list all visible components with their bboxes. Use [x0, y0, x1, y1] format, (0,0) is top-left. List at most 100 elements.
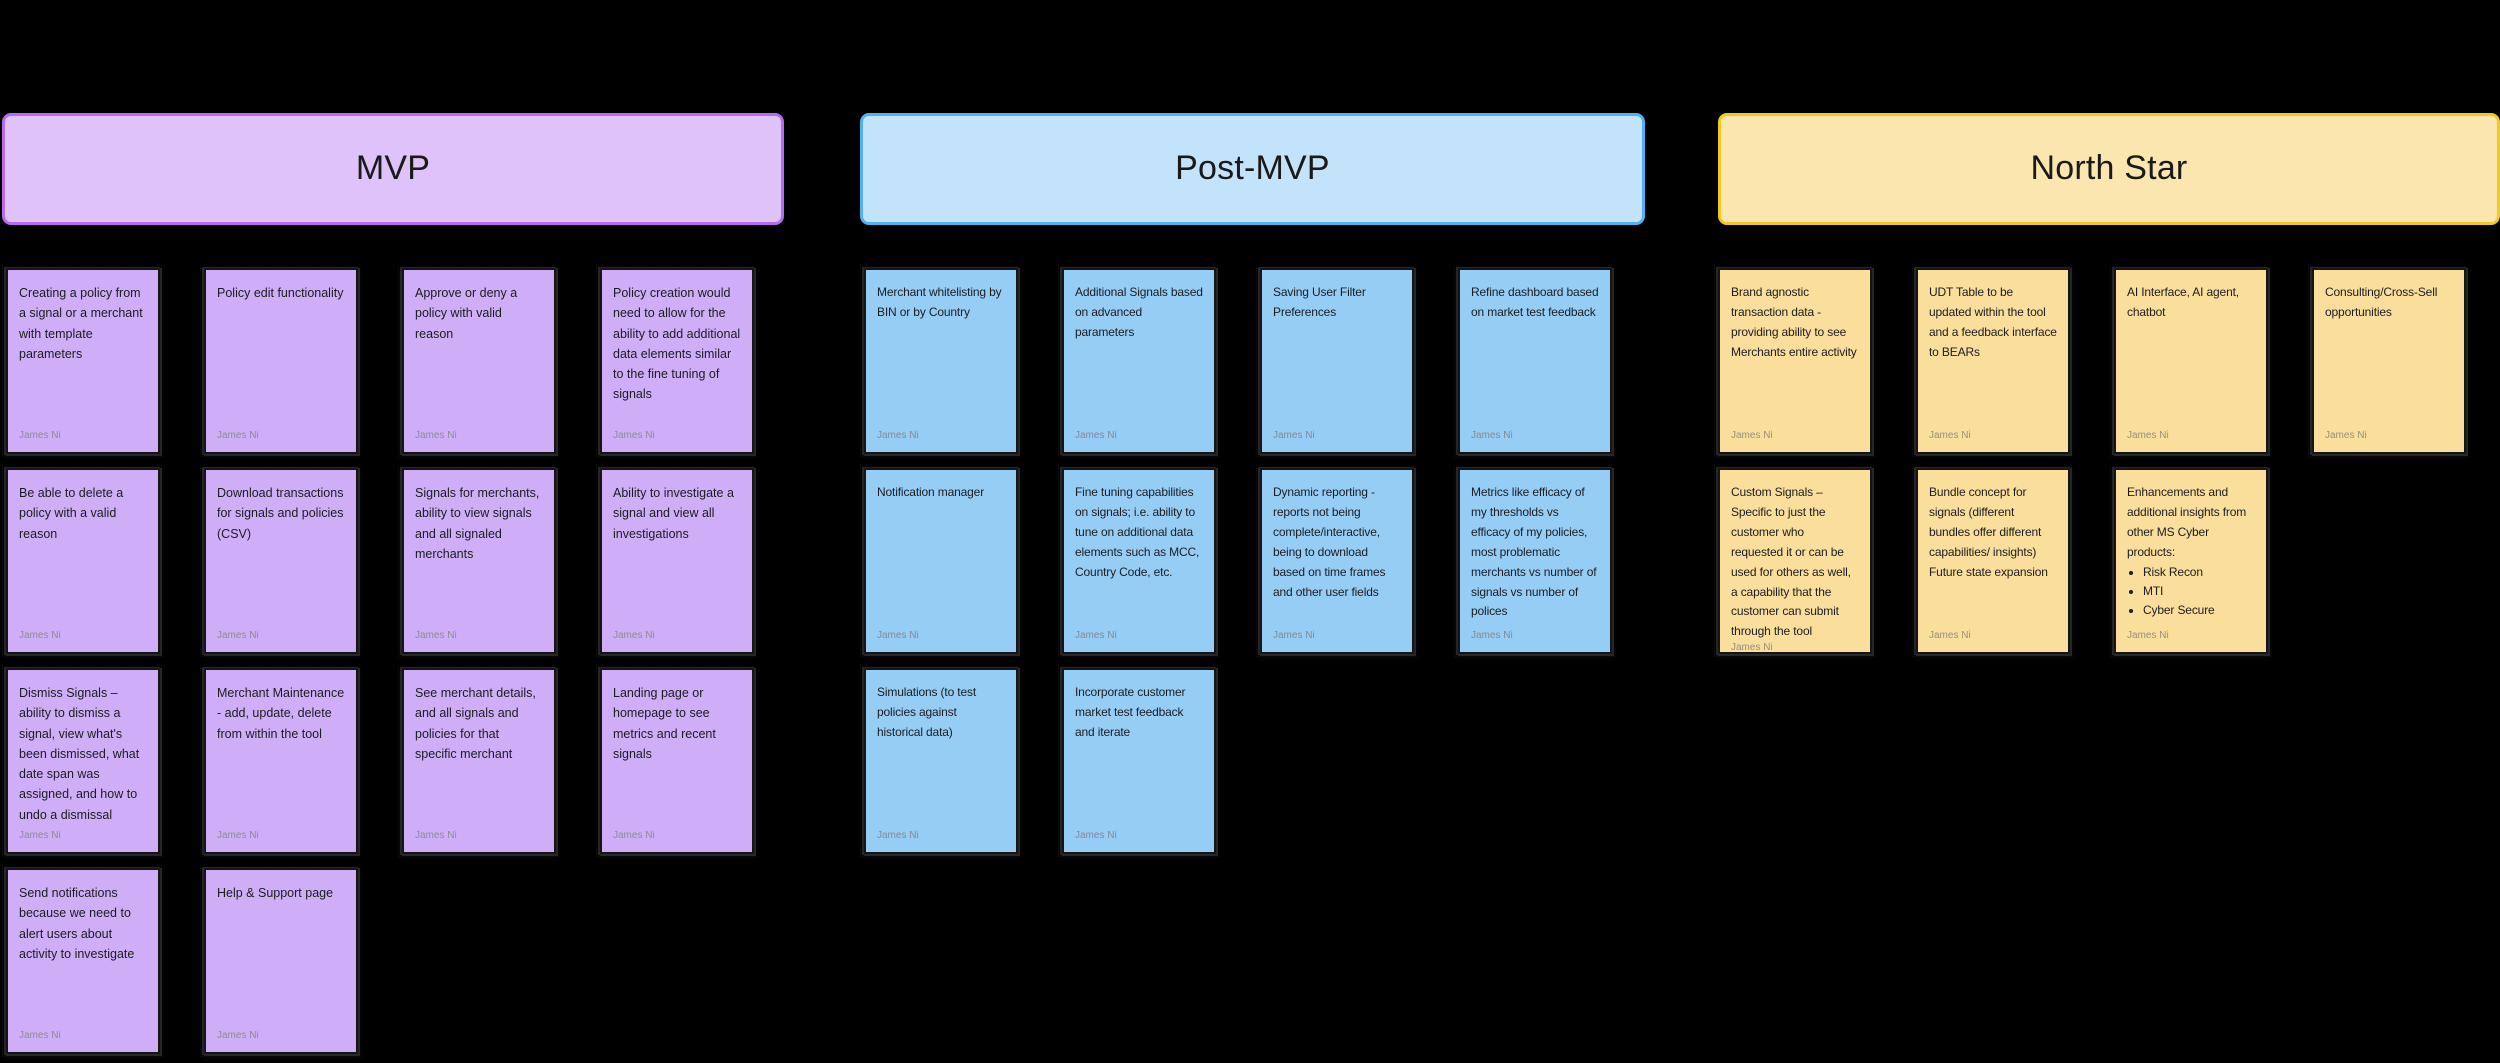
sticky-note[interactable]: Custom Signals – Specific to just the cu…: [1712, 465, 1878, 658]
sticky-note[interactable]: Download transactions for signals and po…: [198, 465, 364, 658]
sticky-note[interactable]: Merchant whitelisting by BIN or by Count…: [858, 265, 1024, 458]
sticky-note[interactable]: Additional Signals based on advanced par…: [1056, 265, 1222, 458]
sticky-note-text: Signals for merchants, ability to view s…: [415, 486, 543, 561]
sticky-note-body[interactable]: Landing page or homepage to see metrics …: [602, 670, 752, 852]
sticky-note-body[interactable]: Policy creation would need to allow for …: [602, 270, 752, 452]
sticky-note-text: Policy edit functionality: [217, 286, 344, 300]
sticky-note-author: James Ni: [1929, 430, 1971, 441]
sticky-note-text: Refine dashboard based on market test fe…: [1471, 285, 1602, 319]
sticky-note[interactable]: Brand agnostic transaction data - provid…: [1712, 265, 1878, 458]
sticky-note-body[interactable]: See merchant details, and all signals an…: [404, 670, 554, 852]
sticky-note[interactable]: Creating a policy from a signal or a mer…: [0, 265, 166, 458]
sticky-note-author: James Ni: [2127, 430, 2169, 441]
sticky-note-text: Approve or deny a policy with valid reas…: [415, 286, 521, 341]
sticky-note-author: James Ni: [613, 430, 655, 441]
sticky-note-text: Policy creation would need to allow for …: [613, 286, 744, 402]
sticky-note-group-north-star: Brand agnostic transaction data - provid…: [1712, 265, 2500, 665]
sticky-note[interactable]: Landing page or homepage to see metrics …: [594, 665, 760, 858]
sticky-note-body[interactable]: Ability to investigate a signal and view…: [602, 470, 752, 652]
sticky-note-body[interactable]: Download transactions for signals and po…: [206, 470, 356, 652]
sticky-note[interactable]: Ability to investigate a signal and view…: [594, 465, 760, 658]
sticky-note[interactable]: Policy creation would need to allow for …: [594, 265, 760, 458]
sticky-note[interactable]: See merchant details, and all signals an…: [396, 665, 562, 858]
sticky-note-text: Additional Signals based on advanced par…: [1075, 285, 1207, 339]
sticky-note-text: Creating a policy from a signal or a mer…: [19, 286, 147, 361]
sticky-note-text: Enhancements and additional insights fro…: [2127, 483, 2255, 620]
sticky-note-body[interactable]: Simulations (to test policies against hi…: [866, 670, 1016, 852]
sticky-note-body[interactable]: Dynamic reporting - reports not being co…: [1262, 470, 1412, 652]
sticky-note-body[interactable]: Merchant whitelisting by BIN or by Count…: [866, 270, 1016, 452]
sticky-note-text: AI Interface, AI agent, chatbot: [2127, 285, 2243, 319]
sticky-note[interactable]: Metrics like efficacy of my thresholds v…: [1452, 465, 1618, 658]
sticky-note-body[interactable]: Refine dashboard based on market test fe…: [1460, 270, 1610, 452]
sticky-note-body[interactable]: Enhancements and additional insights fro…: [2116, 470, 2266, 652]
sticky-note-body[interactable]: Merchant Maintenance - add, update, dele…: [206, 670, 356, 852]
sticky-note-text: Brand agnostic transaction data - provid…: [1731, 285, 1857, 359]
sticky-note-body[interactable]: Metrics like efficacy of my thresholds v…: [1460, 470, 1610, 652]
sticky-note[interactable]: Enhancements and additional insights fro…: [2108, 465, 2274, 658]
sticky-note[interactable]: Send notifications because we need to al…: [0, 865, 166, 1058]
column-header-post-mvp[interactable]: Post-MVP: [860, 113, 1645, 225]
sticky-note-body[interactable]: Creating a policy from a signal or a mer…: [8, 270, 158, 452]
sticky-note-author: James Ni: [217, 630, 259, 641]
sticky-note-body[interactable]: Brand agnostic transaction data - provid…: [1720, 270, 1870, 452]
sticky-note[interactable]: Fine tuning capabilities on signals; i.e…: [1056, 465, 1222, 658]
sticky-note-body[interactable]: Bundle concept for signals (different bu…: [1918, 470, 2068, 652]
sticky-note[interactable]: Bundle concept for signals (different bu…: [1910, 465, 2076, 658]
sticky-note-text: Merchant Maintenance - add, update, dele…: [217, 686, 348, 741]
sticky-note-body[interactable]: UDT Table to be updated within the tool …: [1918, 270, 2068, 452]
sticky-note-text: Simulations (to test policies against hi…: [877, 685, 980, 739]
sticky-note[interactable]: Signals for merchants, ability to view s…: [396, 465, 562, 658]
sticky-note-author: James Ni: [1273, 630, 1315, 641]
sticky-note[interactable]: Dismiss Signals – ability to dismiss a s…: [0, 665, 166, 858]
sticky-note-body[interactable]: Send notifications because we need to al…: [8, 870, 158, 1052]
sticky-note-author: James Ni: [1273, 430, 1315, 441]
sticky-note-body[interactable]: Signals for merchants, ability to view s…: [404, 470, 554, 652]
sticky-note-author: James Ni: [613, 630, 655, 641]
sticky-note-body[interactable]: Fine tuning capabilities on signals; i.e…: [1064, 470, 1214, 652]
sticky-note-text: Notification manager: [877, 485, 985, 499]
sticky-note[interactable]: UDT Table to be updated within the tool …: [1910, 265, 2076, 458]
sticky-note-body[interactable]: Custom Signals – Specific to just the cu…: [1720, 470, 1870, 653]
sticky-note[interactable]: Incorporate customer market test feedbac…: [1056, 665, 1222, 858]
sticky-note-author: James Ni: [19, 830, 61, 841]
sticky-note-author: James Ni: [1731, 430, 1773, 441]
sticky-note-text: Fine tuning capabilities on signals; i.e…: [1075, 485, 1203, 579]
sticky-note-author: James Ni: [415, 430, 457, 441]
sticky-note-author: James Ni: [1929, 630, 1971, 641]
column-header-mvp[interactable]: MVP: [2, 113, 784, 225]
sticky-note[interactable]: Refine dashboard based on market test fe…: [1452, 265, 1618, 458]
sticky-note-text: Help & Support page: [217, 886, 334, 900]
sticky-note-body[interactable]: Incorporate customer market test feedbac…: [1064, 670, 1214, 852]
sticky-note[interactable]: Merchant Maintenance - add, update, dele…: [198, 665, 364, 858]
sticky-note-text: Consulting/Cross-Sell opportunities: [2325, 285, 2441, 319]
sticky-note-author: James Ni: [415, 830, 457, 841]
sticky-note-text: Ability to investigate a signal and view…: [613, 486, 738, 541]
column-title-post-mvp: Post-MVP: [1175, 149, 1330, 188]
sticky-note-author: James Ni: [1471, 430, 1513, 441]
sticky-note-body[interactable]: Additional Signals based on advanced par…: [1064, 270, 1214, 452]
sticky-note[interactable]: Be able to delete a policy with a valid …: [0, 465, 166, 658]
sticky-note-text: Send notifications because we need to al…: [19, 886, 135, 961]
sticky-note-author: James Ni: [613, 830, 655, 841]
sticky-note-body[interactable]: Be able to delete a policy with a valid …: [8, 470, 158, 652]
sticky-note[interactable]: Simulations (to test policies against hi…: [858, 665, 1024, 858]
sticky-note-body[interactable]: Approve or deny a policy with valid reas…: [404, 270, 554, 452]
sticky-note[interactable]: Dynamic reporting - reports not being co…: [1254, 465, 1420, 658]
sticky-note[interactable]: Approve or deny a policy with valid reas…: [396, 265, 562, 458]
sticky-note-body[interactable]: Dismiss Signals – ability to dismiss a s…: [8, 670, 158, 852]
column-header-north-star[interactable]: North Star: [1718, 113, 2500, 225]
sticky-note-author: James Ni: [217, 1030, 259, 1041]
